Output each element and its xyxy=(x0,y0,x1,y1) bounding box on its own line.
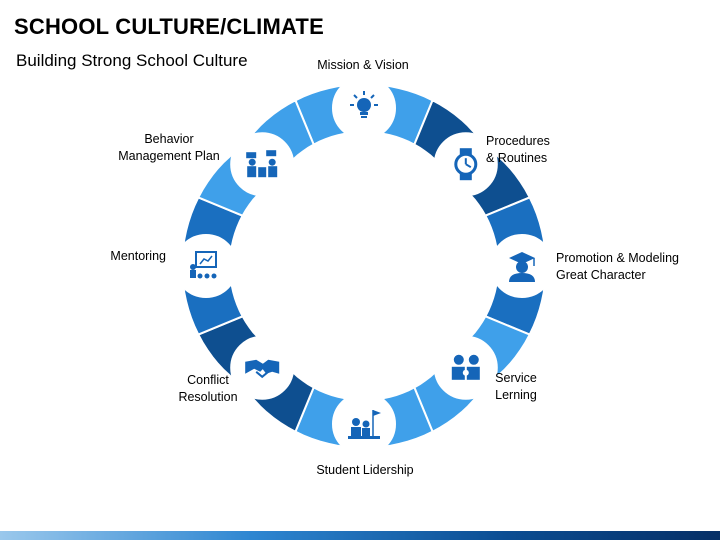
label-behavior-management: Behavior Management Plan xyxy=(112,131,226,165)
node-circle xyxy=(433,335,498,400)
label-service-learning: Service Lerning xyxy=(487,370,545,404)
label-line: Student Lidership xyxy=(316,463,414,477)
label-line: Great Character xyxy=(556,268,646,282)
label-line: Management Plan xyxy=(118,149,220,163)
leader-flag-icon xyxy=(348,410,381,439)
page-subtitle: Building Strong School Culture xyxy=(16,51,248,70)
handshake-icon xyxy=(245,359,280,379)
label-line: Promotion & Modeling xyxy=(556,251,679,265)
cycle-node xyxy=(433,335,498,400)
cycle-node xyxy=(490,234,554,298)
label-line: Lerning xyxy=(495,388,537,402)
node-circle xyxy=(230,132,295,197)
label-line: Resolution xyxy=(178,390,238,404)
label-mentoring: Mentoring xyxy=(90,248,166,265)
meeting-table-icon xyxy=(246,150,278,178)
lightbulb-icon xyxy=(350,91,378,118)
wristwatch-icon xyxy=(454,148,478,181)
label-conflict-resolution: Conflict Resolution xyxy=(170,372,246,406)
graduate-icon xyxy=(509,252,535,282)
cycle-node xyxy=(230,335,295,400)
cycle-node xyxy=(174,234,238,298)
label-line: Mentoring xyxy=(110,249,166,263)
label-line: Conflict xyxy=(187,373,229,387)
label-promotion-modeling: Promotion & Modeling Great Character xyxy=(556,250,679,284)
label-line: Procedures xyxy=(486,134,550,148)
cycle-node xyxy=(230,132,295,197)
presentation-board-icon xyxy=(190,251,217,279)
cycle-node xyxy=(332,392,396,456)
label-line: & Routines xyxy=(486,151,548,165)
label-mission-vision: Mission & Vision xyxy=(306,57,420,74)
puzzle-people-icon xyxy=(451,354,480,380)
label-line: Service xyxy=(495,371,537,385)
cycle-node xyxy=(332,76,396,140)
label-line: Mission & Vision xyxy=(317,58,409,72)
page-title: SCHOOL CULTURE/CLIMATE xyxy=(14,14,324,39)
label-student-leadership: Student Lidership xyxy=(300,462,430,479)
label-line: Behavior xyxy=(144,132,194,146)
label-procedures-routines: Procedures & Routines xyxy=(486,133,550,167)
cycle-node xyxy=(433,132,498,197)
bottom-accent-bar xyxy=(0,531,720,540)
